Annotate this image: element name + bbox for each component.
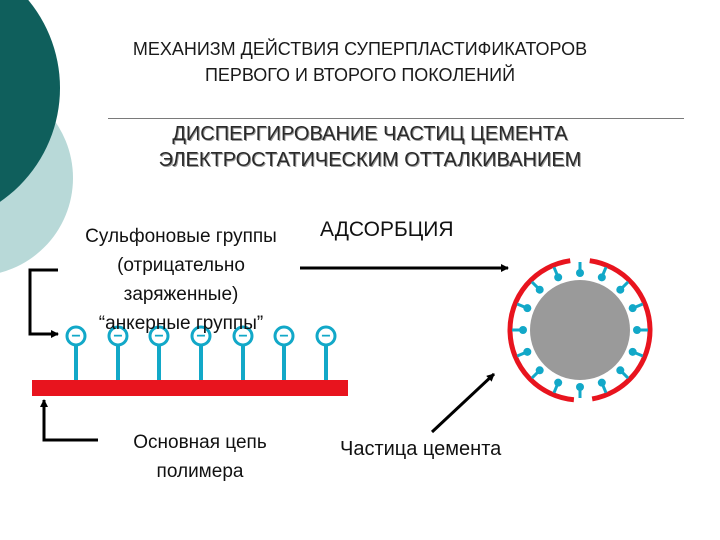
particle-anchor-head — [554, 273, 562, 281]
particle-anchor-head — [629, 304, 637, 312]
particle-anchor-head — [616, 366, 624, 374]
particle-anchor-head — [536, 366, 544, 374]
particle-anchor — [532, 366, 544, 378]
cement-particle-label: Частица цемента — [340, 438, 501, 461]
bracket-arrow-to-chain — [44, 400, 98, 440]
particle-anchor — [554, 379, 562, 393]
particle-anchor-head — [576, 383, 584, 391]
groups-label-line-4: “анкерные группы” — [56, 309, 306, 338]
particle-anchor — [532, 282, 544, 294]
particle-anchor-head — [519, 326, 527, 334]
particle-anchor-head — [629, 348, 637, 356]
groups-label-line-1: Сульфоновые группы — [56, 222, 306, 251]
cement-particle — [530, 280, 630, 380]
particle-anchor — [616, 366, 628, 378]
bracket-arrow-to-anchors — [30, 270, 58, 334]
particle-anchor — [512, 326, 527, 334]
particle-anchor-head — [576, 269, 584, 277]
particle-anchor — [598, 267, 606, 281]
particle-anchor-head — [536, 286, 544, 294]
chain-label-line-1: Основная цепь — [100, 428, 300, 457]
chain-label-line-2: полимера — [100, 457, 300, 486]
cement-particle-group — [510, 261, 650, 400]
particle-anchor-head — [633, 326, 641, 334]
particle-anchor — [517, 304, 531, 312]
particle-anchor — [517, 348, 531, 356]
particle-anchor — [616, 282, 628, 294]
particle-anchor — [629, 304, 643, 312]
particle-anchor — [554, 267, 562, 281]
main-chain-label: Основная цепь полимера — [100, 428, 300, 486]
anchor-group: − — [317, 327, 335, 380]
particle-anchor-head — [616, 286, 624, 294]
particle-anchor — [576, 262, 584, 277]
particle-anchor — [629, 348, 643, 356]
particle-anchor — [598, 379, 606, 393]
particle-anchor-head — [523, 348, 531, 356]
particle-anchor-head — [523, 304, 531, 312]
particle-arrow — [432, 374, 494, 432]
groups-label-line-3: заряженные) — [56, 280, 306, 309]
particle-anchor-head — [598, 379, 606, 387]
particle-anchor-head — [598, 273, 606, 281]
particle-anchor — [633, 326, 648, 334]
particle-anchor-head — [554, 379, 562, 387]
groups-label-line-2: (отрицательно — [56, 251, 306, 280]
polymer-main-chain — [32, 380, 348, 396]
adsorption-label: АДСОРБЦИЯ — [320, 218, 454, 242]
sulfonic-groups-label: Сульфоновые группы (отрицательно заряжен… — [56, 222, 306, 338]
negative-charge-sign: − — [321, 328, 330, 345]
particle-anchor — [576, 383, 584, 398]
